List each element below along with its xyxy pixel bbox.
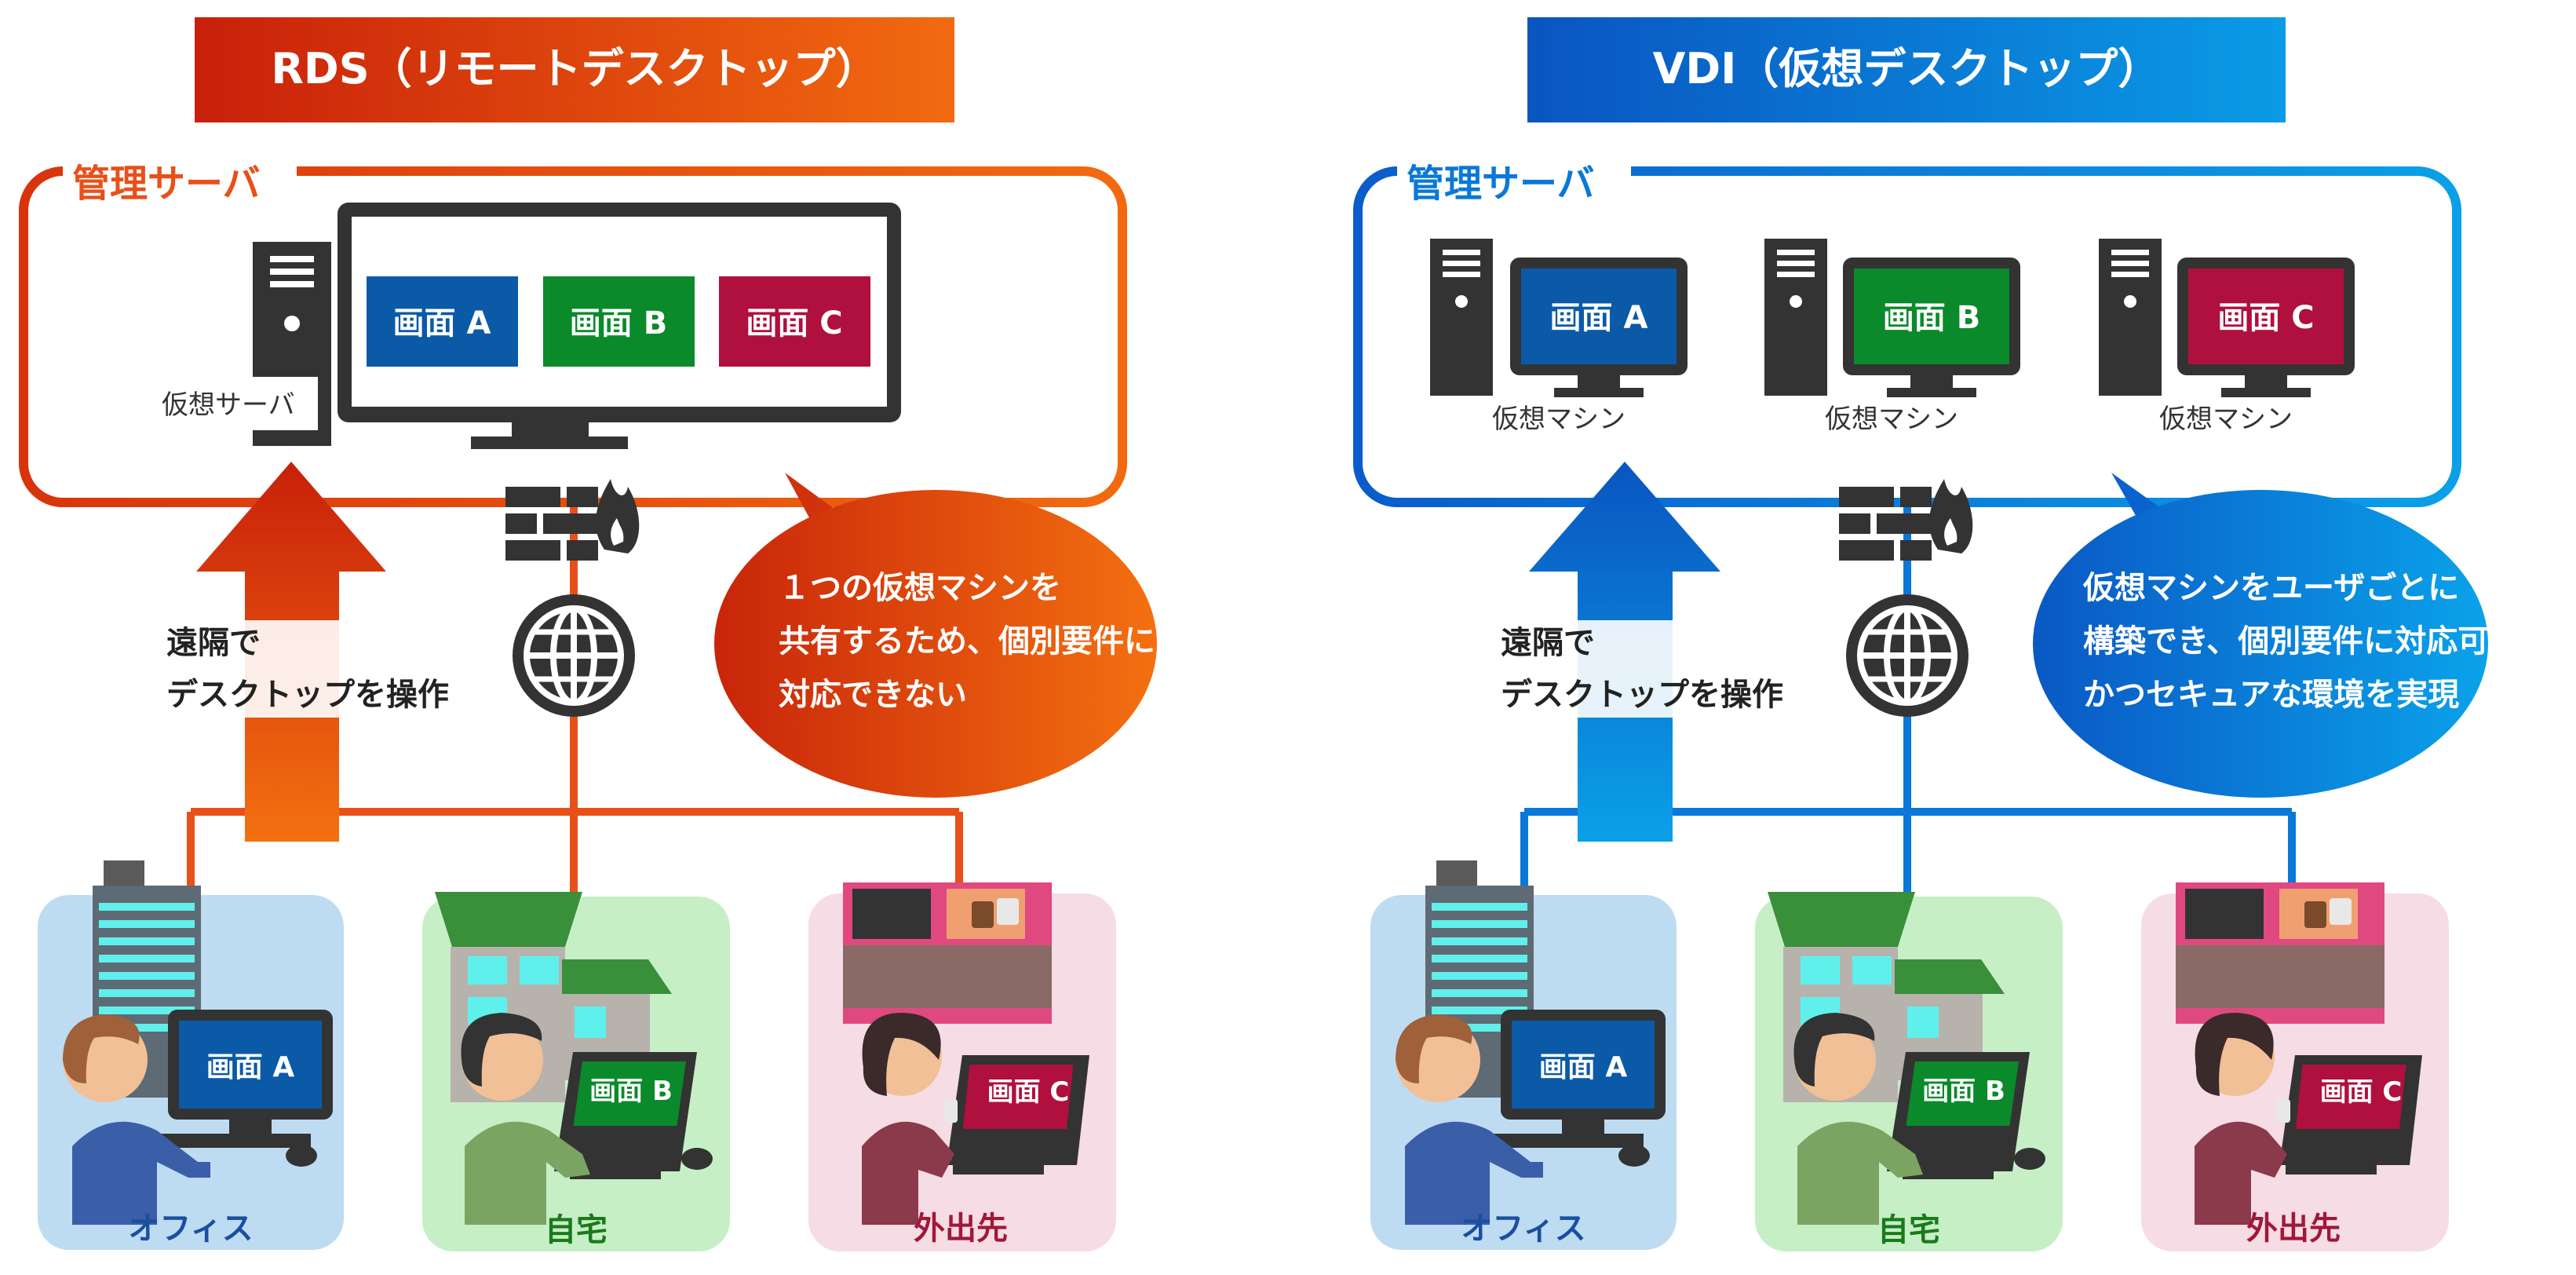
vdi-bubble-line-3: かつセキュアな環境を実現 — [2083, 677, 2459, 713]
vm-a-screen-label: 画面 A — [1550, 300, 1648, 336]
vdi-bubble-line-1: 仮想マシンをユーザごとに — [2082, 570, 2459, 606]
vdi-cafe-screen-label: 画面 C — [2320, 1076, 2403, 1108]
rds-bubble-line-1: １つの仮想マシンを — [779, 570, 1061, 606]
server-tower-icon — [157, 242, 331, 446]
rds-panel: RDS（リモートデスクトップ） 管理サーバ 仮想サーバ — [19, 17, 1157, 1251]
vm-c-label: 仮想マシン — [2159, 404, 2293, 435]
rds-office-screen-label: 画面 A — [206, 1051, 295, 1083]
vdi-remote-text-1: 遠隔で — [1501, 625, 1595, 661]
vdi-office-screen-label: 画面 A — [1539, 1051, 1628, 1083]
vdi-home-screen-label: 画面 B — [1922, 1076, 2005, 1107]
screen-a — [367, 276, 518, 367]
rds-cafe-label: 外出先 — [914, 1211, 1008, 1247]
globe-icon — [513, 594, 635, 717]
rds-title-banner — [195, 17, 954, 122]
vdi-server-label: 管理サーバ — [1407, 162, 1595, 206]
rds-office-label: オフィス — [128, 1211, 253, 1247]
rds-remote-text-2: デスクトップを操作 — [166, 677, 449, 713]
virtual-server-label: 仮想サーバ — [162, 389, 295, 421]
rds-server-label: 管理サーバ — [72, 162, 261, 206]
rds-cafe-screen-label: 画面 C — [987, 1076, 1070, 1108]
vm-b — [1764, 239, 2020, 397]
vdi-office-card — [1370, 860, 1677, 1250]
vdi-home-card — [1755, 892, 2063, 1251]
screen-b — [543, 276, 695, 367]
screen-c — [719, 276, 870, 367]
rds-speech-bubble — [714, 473, 1157, 798]
rds-remote-text-1: 遠隔で — [166, 625, 261, 661]
firewall-icon — [505, 479, 640, 561]
screen-a-label: 画面 A — [393, 305, 491, 342]
rds-cafe-card — [808, 882, 1116, 1251]
vdi-cafe-label: 外出先 — [2246, 1211, 2341, 1247]
vm-c — [2099, 239, 2355, 397]
screen-c-label: 画面 C — [746, 305, 842, 342]
vm-a-label: 仮想マシン — [1492, 404, 1626, 435]
vdi-title-banner — [1527, 17, 2286, 122]
vdi-home-label: 自宅 — [1877, 1212, 1940, 1248]
globe-icon — [1846, 594, 1968, 717]
firewall-icon — [1839, 479, 1973, 561]
vdi-remote-text-2: デスクトップを操作 — [1501, 677, 1783, 713]
rds-bubble-line-2: 共有するため、個別要件に — [779, 623, 1155, 659]
rds-office-card — [38, 860, 344, 1250]
vdi-cafe-card — [2141, 882, 2449, 1251]
rds-bubble-line-3: 対応できない — [779, 677, 967, 713]
vm-b-screen-label: 画面 B — [1883, 300, 1980, 336]
rds-home-card — [422, 892, 730, 1251]
vm-c-screen-label: 画面 C — [2217, 300, 2314, 336]
vm-a — [1430, 239, 1688, 397]
vdi-speech-bubble — [2033, 473, 2488, 798]
rds-title: RDS（リモートデスクトップ） — [271, 44, 878, 93]
rds-home-label: 自宅 — [545, 1212, 608, 1248]
screen-b-label: 画面 B — [570, 305, 667, 342]
vdi-bubble-line-2: 構築でき、個別要件に対応可能 — [2083, 623, 2520, 659]
vm-b-label: 仮想マシン — [1825, 404, 1958, 435]
rds-home-screen-label: 画面 B — [589, 1076, 673, 1107]
vdi-office-label: オフィス — [1461, 1211, 1585, 1247]
vdi-title: VDI（仮想デスクトップ） — [1653, 44, 2161, 93]
vdi-panel: VDI（仮想デスクトップ） 管理サーバ 画面 A 仮想マシン — [1353, 17, 2520, 1251]
